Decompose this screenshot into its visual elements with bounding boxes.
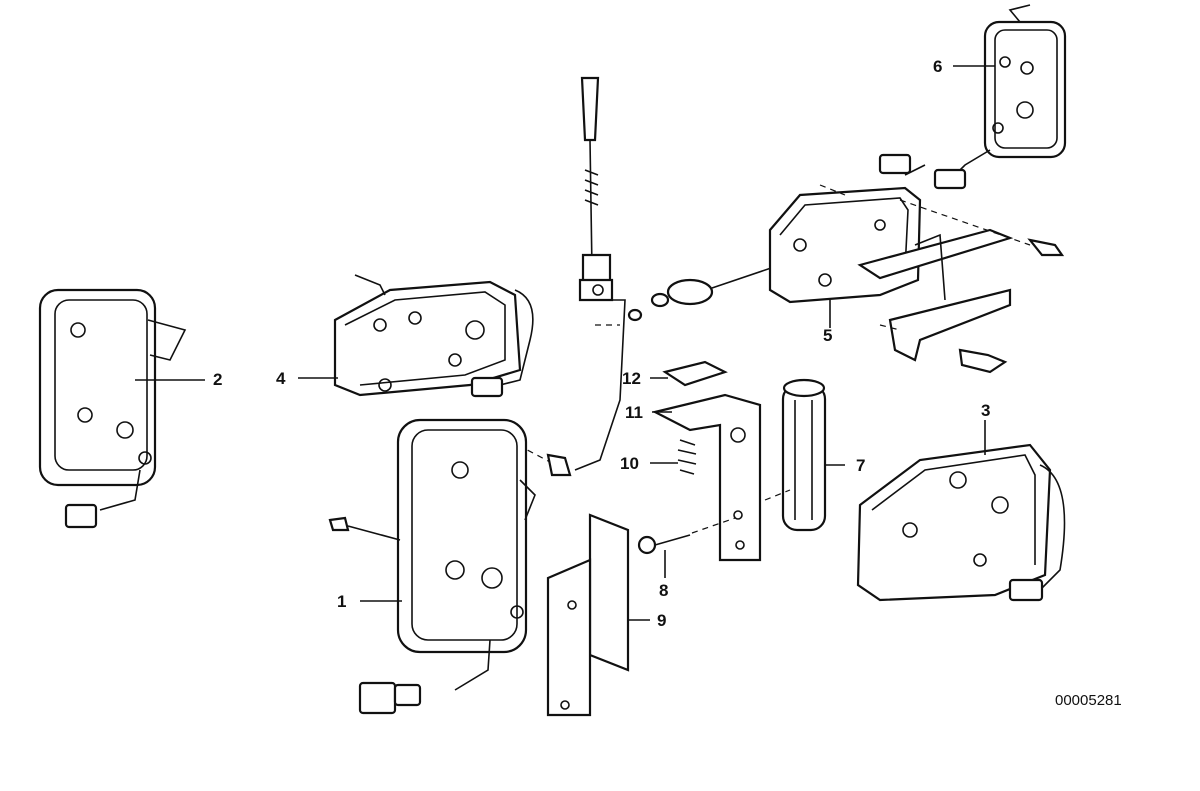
callout-12: 12 <box>622 369 641 388</box>
callout-5: 5 <box>823 326 833 345</box>
cable-connector[interactable] <box>627 264 781 322</box>
callout-4: 4 <box>276 369 286 388</box>
part-4-actuator[interactable] <box>298 274 534 398</box>
callout-8: 8 <box>659 581 669 600</box>
part-10-spring[interactable] <box>650 439 697 475</box>
part-5-actuator[interactable] <box>768 184 1065 374</box>
callout-10: 10 <box>620 454 639 473</box>
part-11-bracket[interactable] <box>651 393 762 562</box>
callout-11: 11 <box>625 403 643 422</box>
callout-6: 6 <box>933 57 943 76</box>
part-7-cylinder[interactable] <box>764 378 845 532</box>
callout-7: 7 <box>856 456 866 475</box>
part-8-screw[interactable] <box>637 517 736 578</box>
part-2-actuator[interactable] <box>38 288 205 529</box>
diagram-id: 00005281 <box>1055 692 1122 709</box>
part-9-bracket[interactable] <box>546 513 650 717</box>
callout-3: 3 <box>981 401 991 420</box>
callout-1: 1 <box>337 592 347 611</box>
lock-rod[interactable] <box>517 76 626 477</box>
part-1-actuator[interactable] <box>328 418 536 715</box>
part-6-actuator[interactable] <box>878 4 1067 190</box>
callout-9: 9 <box>657 611 667 630</box>
part-3-actuator[interactable] <box>856 420 1066 602</box>
part-12-plate[interactable] <box>650 360 728 387</box>
callout-2: 2 <box>213 370 223 389</box>
